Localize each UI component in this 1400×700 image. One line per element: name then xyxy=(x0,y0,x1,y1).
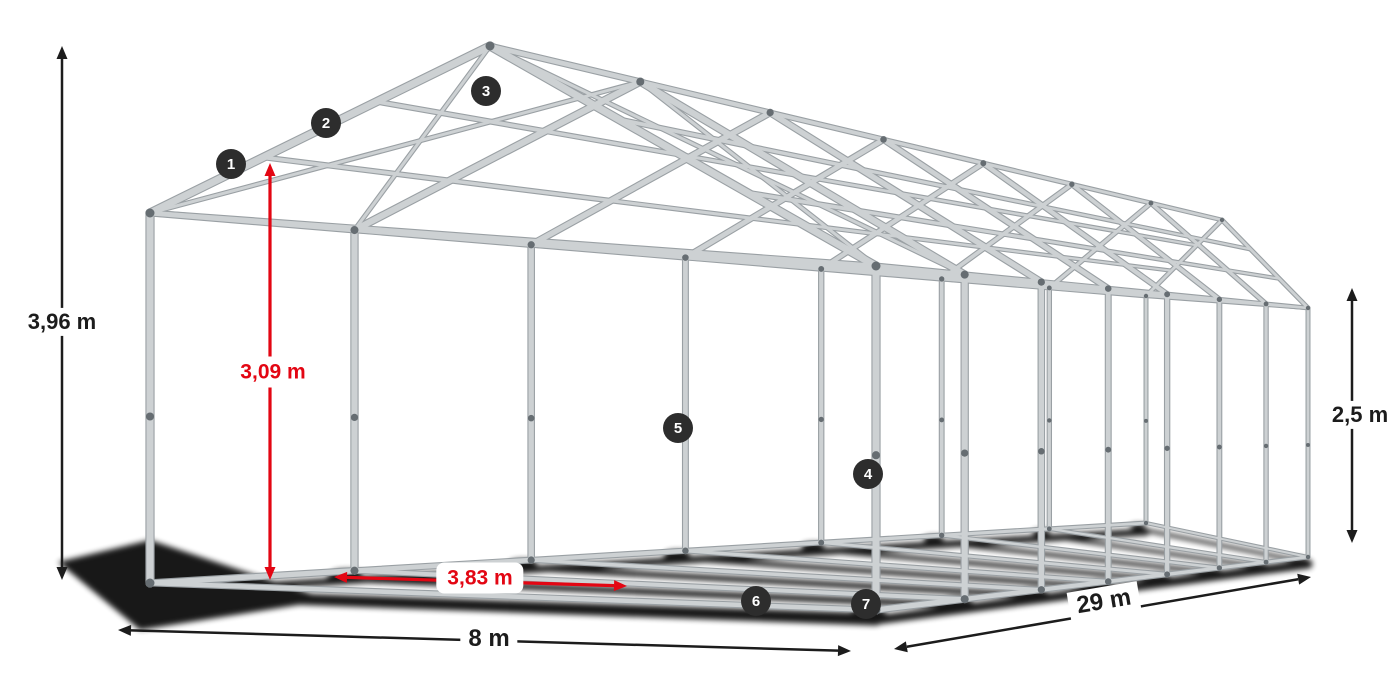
part-marker-4: 4 xyxy=(853,459,883,489)
part-marker-7: 7 xyxy=(851,589,881,619)
part-marker-2: 2 xyxy=(311,108,341,138)
inner-height-label: 3,09 m xyxy=(229,356,317,388)
part-marker-1: 1 xyxy=(216,149,246,179)
width-label: 8 m xyxy=(460,623,518,655)
part-marker-3: 3 xyxy=(471,76,501,106)
part-marker-5: 5 xyxy=(663,413,693,443)
entrance-width-label: 3,83 m xyxy=(436,562,524,594)
part-marker-6: 6 xyxy=(741,586,771,616)
joint-layer xyxy=(145,41,1311,615)
total-height-label: 3,96 m xyxy=(19,307,105,337)
side-height-label: 2,5 m xyxy=(1323,400,1397,430)
